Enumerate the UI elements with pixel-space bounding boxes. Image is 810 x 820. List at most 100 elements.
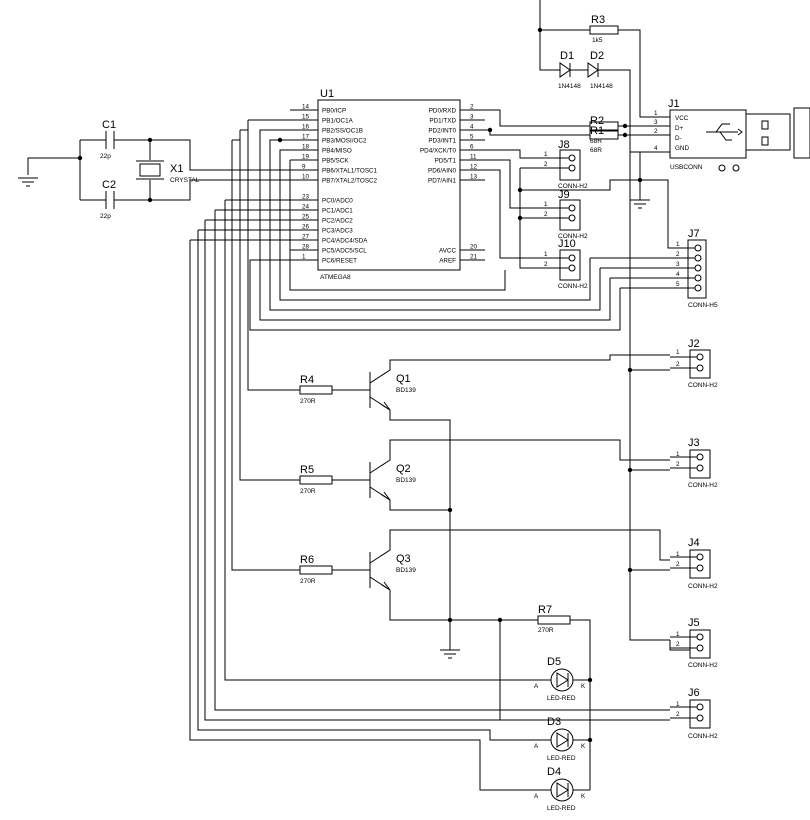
u1-pin-name: PD7/AIN1	[428, 178, 456, 185]
u1-pin-number: 5	[470, 134, 474, 141]
pin-2: 2	[676, 641, 680, 648]
u1-pin-name: PD0/RXD	[429, 108, 457, 115]
j3-connector: J3 1 2 CONN-H2	[670, 437, 718, 489]
r4-value: 270R	[300, 398, 316, 405]
j1-usb-connector: J1 VCC D+ D- GND 1 3 2 4 USBCONN	[630, 98, 810, 209]
r3-ref: R3	[591, 14, 605, 26]
q3-emitter-arrow	[381, 581, 391, 591]
pin-2: 2	[544, 211, 548, 218]
pin-2: 2	[544, 261, 548, 268]
j6-connector: J6 1 2 CONN-H2	[670, 687, 718, 740]
r5-value: 270R	[300, 488, 316, 495]
u1-pin-number: 11	[470, 154, 477, 161]
pin-1: 1	[676, 241, 680, 248]
d2-ref: D2	[590, 50, 604, 62]
j8-value: CONN-H2	[558, 183, 588, 190]
u1-pin-number: 1	[302, 254, 306, 261]
pin-2: 2	[544, 161, 548, 168]
j1-pin-gnd: GND	[675, 145, 689, 152]
j5-value: CONN-H2	[688, 662, 718, 669]
u1-pin-name: PC5/ADC5/SCL	[322, 248, 367, 255]
q1-emitter-arrow	[381, 401, 391, 411]
u1-pin-name: PD4/XCK/T0	[420, 148, 457, 155]
d5-cathode-label: K	[581, 683, 586, 690]
d5-value: LED-RED	[547, 695, 576, 702]
j1-pin-num: 1	[654, 110, 658, 117]
j1-pin-vcc: VCC	[675, 115, 689, 122]
u1-pin-number: 15	[302, 114, 310, 121]
u1-pin-name: AVCC	[439, 248, 456, 255]
j2-connector: J2 1 2 CONN-H2	[670, 338, 718, 389]
d4-led: D4 A K LED-RED	[534, 766, 590, 812]
u1-pin-number: 23	[302, 194, 310, 201]
u1-pin-name: PB2/SS/OC1B	[322, 128, 363, 135]
c1-value: 22p	[100, 153, 111, 160]
pin-1: 1	[544, 251, 548, 258]
j4-ref: J4	[688, 537, 700, 549]
u1-pin-name: PB5/SCK	[322, 158, 349, 165]
u1-pin-number: 10	[302, 174, 310, 181]
d4-anode-label: A	[534, 793, 539, 800]
x1-ref: X1	[170, 163, 183, 175]
r2-ref: R2	[590, 115, 604, 127]
d3-value: LED-RED	[547, 755, 576, 762]
d3-led: D3 A K LED-RED	[534, 716, 590, 762]
u1-pin-name: PC1/ADC1	[322, 208, 353, 215]
j2-ref: J2	[688, 338, 700, 350]
u1-pin-number: 6	[470, 144, 474, 151]
u1-body	[317, 99, 461, 271]
j6-value: CONN-H2	[688, 733, 718, 740]
c2-capacitor	[105, 191, 115, 209]
driver-stage: R4 270R Q1 BD139 R5 270R Q2 BD139 R6 270…	[299, 354, 670, 659]
u1-pin-number: 21	[470, 254, 478, 261]
d3-anode-label: A	[534, 743, 539, 750]
output-connectors: J2 1 2 CONN-H2 J3 1 2 CONN-H2 J4 1 2 CON…	[627, 152, 718, 740]
j2-value: CONN-H2	[688, 382, 718, 389]
pin-4: 4	[676, 271, 680, 278]
usb-plug-icon	[793, 107, 810, 159]
j10-value: CONN-H2	[558, 283, 588, 290]
d3-ref: D3	[547, 716, 561, 728]
r2-value: 68R	[590, 147, 602, 154]
j7-header: J7 1 2 3 4 5 CONN-H5	[249, 129, 718, 331]
j5-connector: J5 1 2 CONN-H2	[670, 617, 718, 669]
u1-pin-number: 13	[470, 174, 478, 181]
j3-value: CONN-H2	[688, 482, 718, 489]
pin-2: 2	[676, 561, 680, 568]
u1-pin-name: PB6/XTAL1/TOSC1	[322, 168, 378, 175]
j1-pin-num: 4	[654, 145, 658, 152]
pin-1: 1	[676, 701, 680, 708]
u1-pin-name: PB3/MOSI/OC2	[322, 138, 367, 145]
u1-pin-number: 28	[302, 244, 310, 251]
pin-5: 5	[676, 281, 680, 288]
d5-anode-label: A	[534, 683, 539, 690]
r1-value: 68R	[590, 138, 602, 145]
d2-diode	[587, 62, 599, 78]
u1-pin-name: PC4/ADC4/SDA	[322, 238, 368, 245]
u1-pin-number: 27	[302, 234, 310, 241]
u1-pin-number: 26	[302, 224, 310, 231]
j9-ref: J9	[558, 189, 570, 201]
u1-pin-name: PB7/XTAL2/TOSC2	[322, 178, 378, 185]
u1-ref: U1	[320, 88, 334, 100]
pin-2: 2	[676, 361, 680, 368]
j1-pin-dminus: D-	[675, 135, 682, 142]
led-section: R7 270R D5 A K LED-RED D3 A K LED-RED	[499, 604, 670, 812]
j4-connector: J4 1 2 CONN-H2	[670, 537, 718, 590]
r6-ref: R6	[300, 554, 314, 566]
j1-pin-dplus: D+	[675, 125, 684, 132]
c2-value: 22p	[100, 213, 111, 220]
r7-resistor	[537, 615, 571, 625]
pin-2: 2	[676, 461, 680, 468]
u1-pin-number: 25	[302, 214, 310, 221]
d1-ref: D1	[560, 50, 574, 62]
q2-ref: Q2	[396, 463, 411, 475]
j10-ref: J10	[558, 238, 576, 250]
r7-value: 270R	[538, 627, 554, 634]
d4-cathode-label: K	[581, 793, 586, 800]
u1-pin-name: PD3/INT1	[428, 138, 456, 145]
pin-1: 1	[544, 151, 548, 158]
j3-ref: J3	[688, 437, 700, 449]
q2-value: BD139	[396, 477, 416, 484]
